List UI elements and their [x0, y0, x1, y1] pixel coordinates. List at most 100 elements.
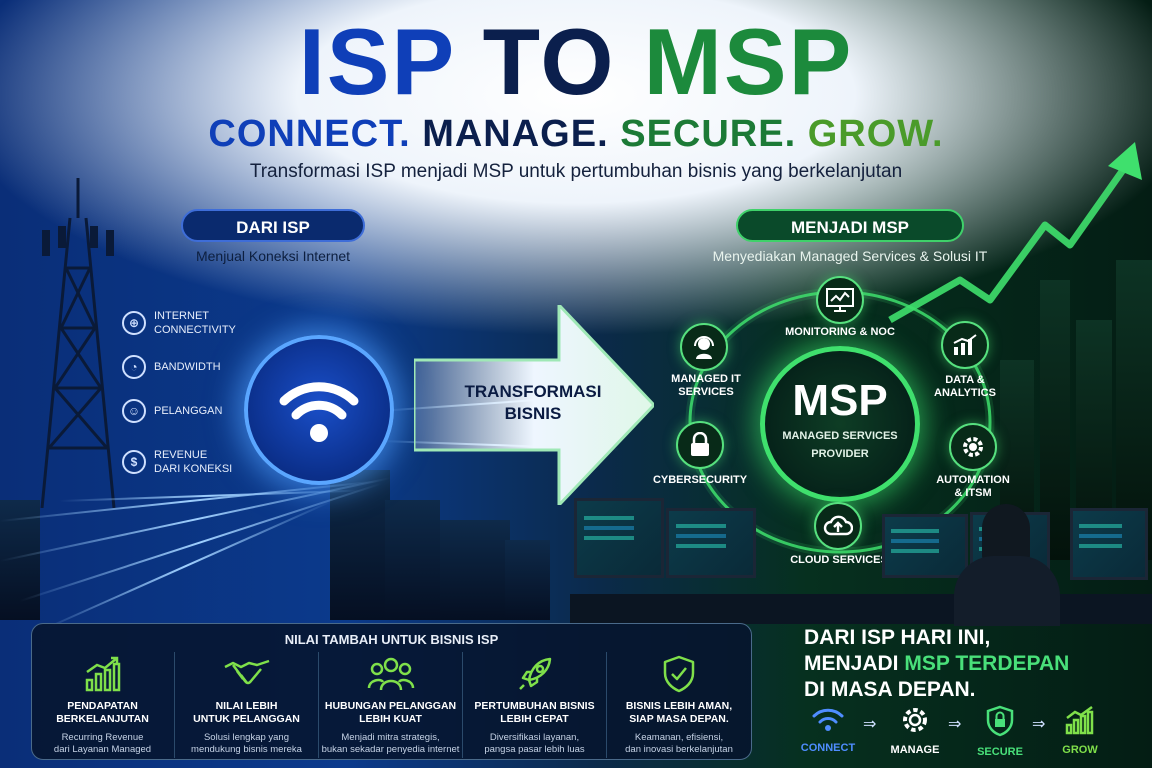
cloud-icon — [814, 502, 862, 550]
value-item-bisnis-aman: Bisnis Lebih Aman,Siap Masa Depan. Keama… — [607, 652, 751, 758]
msp-core-subtitle: PROVIDER — [811, 448, 869, 460]
growth-chart-icon — [85, 656, 120, 692]
transformation-arrow — [414, 305, 654, 505]
transformation-line: TRANSFORMASI — [464, 382, 602, 401]
cell-tower-icon — [40, 178, 116, 508]
value-desc: dari Layanan Managed — [53, 744, 152, 755]
transformation-line: BISNIS — [504, 404, 562, 423]
value-desc: Recurring Revenue — [61, 732, 144, 743]
feature-pelanggan: ☺ Pelanggan — [122, 399, 222, 423]
value-item-pertumbuhan: Pertumbuhan BisnisLebih Cepat Diversifik… — [463, 652, 607, 758]
automation-label: AUTOMATION& ITSM — [928, 474, 1018, 500]
value-item-pendapatan: PendapatanBerkelanjutan Recurring Revenu… — [31, 652, 175, 758]
value-panel-title: NILAI TAMBAH UNTUK BISNIS ISP — [284, 632, 499, 647]
automation-line: & ITSM — [954, 487, 992, 499]
managed-it-line: SERVICES — [678, 386, 734, 398]
rocket-icon — [518, 657, 551, 690]
tag-secure: SECURE. — [620, 113, 797, 155]
handshake-icon — [223, 659, 269, 685]
wifi-badge — [244, 335, 394, 485]
value-heading: Nilai Lebih — [215, 700, 278, 712]
value-heading: Lebih Cepat — [500, 713, 569, 725]
arrow-right-icon: ⇒ — [1032, 716, 1046, 733]
isp-description: Menjual Koneksi Internet — [195, 248, 351, 264]
lock-icon — [986, 705, 1014, 737]
step-label: SECURE — [977, 746, 1023, 758]
speedometer-icon: ◔ — [122, 355, 146, 379]
slogan-highlight: MSP TERDEPAN — [904, 652, 1070, 675]
arrow-right-icon: ⇒ — [863, 716, 877, 733]
title-msp: MSP — [643, 9, 854, 114]
value-heading: Pendapatan — [67, 700, 138, 712]
value-heading: Lebih Kuat — [359, 713, 422, 725]
data-analytics-label: DATA & ANALYTICS — [934, 374, 996, 399]
feature-label: Connectivity — [154, 324, 236, 336]
value-item-hubungan: Hubungan PelangganLebih Kuat Menjadi mit… — [319, 652, 463, 758]
value-heading: Bisnis Lebih Aman, — [625, 700, 733, 712]
tag-grow: GROW. — [807, 113, 944, 155]
shield-check-icon — [663, 655, 695, 693]
menjadi-msp-pill: MENJADI MSP — [736, 209, 964, 242]
step-label: MANAGE — [890, 744, 940, 756]
slogan-line: DI MASA DEPAN. — [804, 678, 976, 701]
value-desc: Menjadi mitra strategis, — [341, 732, 440, 743]
msp-core-title: MSP — [792, 376, 888, 425]
value-desc: mendukung bisnis mereka — [191, 744, 302, 755]
value-heading: Siap Masa Depan. — [629, 713, 729, 725]
feature-label: Pelanggan — [154, 405, 223, 417]
automation-line: AUTOMATION — [936, 474, 1010, 486]
gear-icon — [903, 708, 927, 732]
value-heading: Berkelanjutan — [56, 713, 149, 725]
msp-core-circle: MSP MANAGED SERVICES PROVIDER — [760, 346, 920, 502]
managed-it-line: MANAGED IT — [671, 373, 741, 385]
bar-chart-icon — [941, 321, 989, 369]
wifi-icon — [812, 708, 844, 731]
people-icon — [367, 657, 414, 691]
feature-label: Revenue — [154, 449, 208, 461]
value-heading: Pertumbuhan Bisnis — [474, 700, 595, 712]
lock-icon — [676, 421, 724, 469]
step-label: CONNECT — [800, 742, 856, 754]
skyline-left — [0, 360, 600, 620]
tag-manage: MANAGE. — [422, 113, 609, 155]
slogan-line: MENJADI — [804, 652, 905, 675]
monitoring-label: MONITORING & NOC — [785, 326, 895, 338]
slogan-line: DARI ISP HARI INI, — [804, 626, 991, 649]
feature-label: Dari Koneksi — [154, 463, 233, 475]
cloud-services-label: CLOUD SERVICES — [790, 554, 888, 566]
headset-icon — [680, 323, 728, 371]
value-desc: pangsa pasar lebih luas — [484, 744, 585, 755]
step-grow: GROW — [1050, 705, 1110, 756]
step-manage: MANAGE — [885, 705, 945, 756]
msp-core-subtitle: MANAGED SERVICES — [782, 430, 898, 442]
transformation-label: TRANSFORMASI BISNIS — [458, 381, 608, 425]
wifi-icon — [279, 382, 359, 442]
tag-connect: CONNECT. — [208, 113, 411, 155]
value-desc: Solusi lengkap yang — [203, 732, 290, 743]
monitor-icon — [816, 276, 864, 324]
step-secure: SECURE — [970, 705, 1030, 758]
title-isp: ISP — [298, 9, 455, 114]
control-room — [570, 490, 1152, 626]
feature-bandwidth: ◔ Bandwidth — [122, 355, 221, 379]
subtitle: Transformasi ISP menjadi MSP untuk pertu… — [249, 161, 903, 182]
feature-revenue: $ RevenueDari Koneksi — [122, 448, 232, 476]
value-desc: Diversifikasi layanan, — [489, 732, 580, 743]
value-desc: Keamanan, efisiensi, — [634, 732, 724, 743]
title-to: TO — [482, 9, 616, 114]
dollar-icon: $ — [122, 450, 146, 474]
value-panel — [31, 623, 752, 760]
feature-label: Internet — [154, 310, 209, 322]
feature-internet-connectivity: ⊕ InternetConnectivity — [122, 309, 236, 337]
operator-silhouette — [982, 504, 1030, 560]
globe-icon: ⊕ — [122, 311, 146, 335]
tagline: CONNECT. MANAGE. SECURE. GROW. — [0, 112, 1152, 156]
arrow-right-icon: ⇒ — [948, 716, 962, 733]
value-heading: untuk Pelanggan — [193, 713, 300, 725]
cybersecurity-label: CYBERSECURITY — [652, 474, 748, 486]
user-icon: ☺ — [122, 399, 146, 423]
feature-label: Bandwidth — [154, 361, 221, 373]
page-title: ISP TO MSP — [0, 12, 1152, 112]
